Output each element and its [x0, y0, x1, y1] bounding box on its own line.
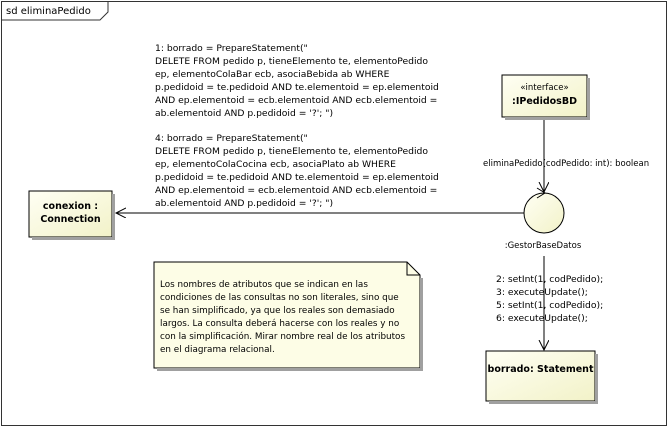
message-line: DELETE FROM pedido p, tieneElemento te, … [155, 146, 428, 157]
note[interactable]: Los nombres de atributos que se indican … [153, 261, 423, 371]
message-line: ep, elementoColaCocina ecb, asociaPlato … [155, 159, 396, 170]
statement-node[interactable]: borrado: Statement [485, 350, 598, 404]
interface-stereotype: «interface» [520, 83, 568, 93]
message-line: p.pedidoid = te.pedidoid AND te.elemento… [155, 82, 439, 93]
message-line: 4: borrado = PrepareStatement(" [155, 133, 308, 144]
message-line: 3: executeUpdate(); [496, 287, 588, 298]
message-block-prepare-2: 4: borrado = PrepareStatement(" DELETE F… [155, 133, 439, 209]
frame-title-tab [1, 1, 109, 21]
note-line: en el diagrama relacional. [160, 345, 275, 355]
message-line: 1: borrado = PrepareStatement(" [155, 43, 308, 54]
control-node[interactable] [523, 187, 565, 234]
message-line: 2: setInt(1, codPedido); [496, 274, 603, 285]
message-line: 5: setInt(1, codPedido); [496, 300, 603, 311]
message-block-statement-calls: 2: setInt(1, codPedido); 3: executeUpdat… [496, 274, 603, 324]
message-line: 6: executeUpdate(); [496, 313, 588, 324]
connection-node[interactable]: conexion : Connection [28, 190, 115, 240]
message-line: AND ep.elementoid = ecb.elementoid AND e… [155, 95, 437, 106]
message-eliminaPedido: eliminaPedido(codPedido: int): boolean [483, 159, 649, 169]
interface-node[interactable]: «interface» :IPedidosBD [501, 74, 590, 120]
control-node-label: :GestorBaseDatos [505, 241, 582, 251]
interface-name: :IPedidosBD [512, 96, 577, 107]
message-line: ab.elementoid AND p.pedidoid = '?'; ") [155, 198, 333, 209]
statement-node-label: borrado: Statement [488, 364, 594, 375]
message-line: p.pedidoid = te.pedidoid AND te.elemento… [155, 172, 439, 183]
message-line: ab.elementoid AND p.pedidoid = '?'; ") [155, 108, 333, 119]
message-line: AND ep.elementoid = ecb.elementoid AND e… [155, 185, 437, 196]
note-line: largos. La consulta deberá hacerse con l… [160, 319, 399, 329]
message-line: DELETE FROM pedido p, tieneElemento te, … [155, 56, 428, 67]
message-block-prepare-1: 1: borrado = PrepareStatement(" DELETE F… [155, 43, 439, 119]
note-line: con la simplificación. Mirar nombre real… [160, 331, 405, 342]
note-line: condiciones de las consultas no son lite… [160, 293, 399, 303]
frame-title: sd eliminaPedido [6, 6, 91, 17]
connection-node-label-2: Connection [40, 214, 100, 225]
note-line: se han simplificado, ya que los reales s… [160, 306, 395, 316]
connection-node-label-1: conexion : [43, 201, 98, 212]
message-line: ep, elementoColaBar ecb, asociaBebida ab… [155, 69, 390, 80]
note-line: Los nombres de atributos que se indican … [160, 280, 368, 290]
